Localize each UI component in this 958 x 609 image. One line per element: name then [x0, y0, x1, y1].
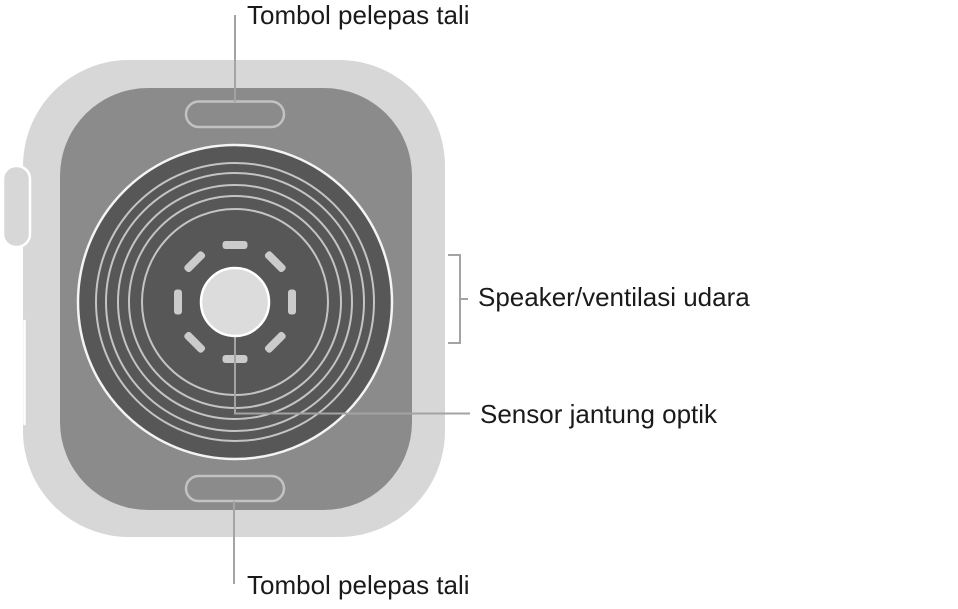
- callout-line-heart-sensor: [234, 302, 470, 415]
- sensor-ring: [117, 184, 353, 420]
- label-speaker-vent: Speaker/ventilasi udara: [478, 282, 750, 312]
- digital-crown: [1, 164, 32, 249]
- label-band-release-top: Tombol pelepas tali: [247, 0, 470, 30]
- callout-bracket-speaker: [448, 254, 468, 344]
- sensor-ring: [105, 172, 365, 432]
- label-heart-sensor: Sensor jantung optik: [480, 399, 718, 429]
- heart-sensor-window: [199, 266, 271, 338]
- sensor-dash: [264, 331, 286, 353]
- sensor-ring: [95, 162, 375, 442]
- sensor-dash: [184, 331, 206, 353]
- sensor-dash: [184, 251, 206, 273]
- label-band-release-bottom: Tombol pelepas tali: [247, 570, 470, 600]
- sensor-dash: [222, 241, 248, 249]
- sensor-dash: [174, 289, 182, 315]
- sensor-dash: [288, 289, 296, 315]
- sensor-dashes: [174, 241, 296, 363]
- sensor-dash: [264, 251, 286, 273]
